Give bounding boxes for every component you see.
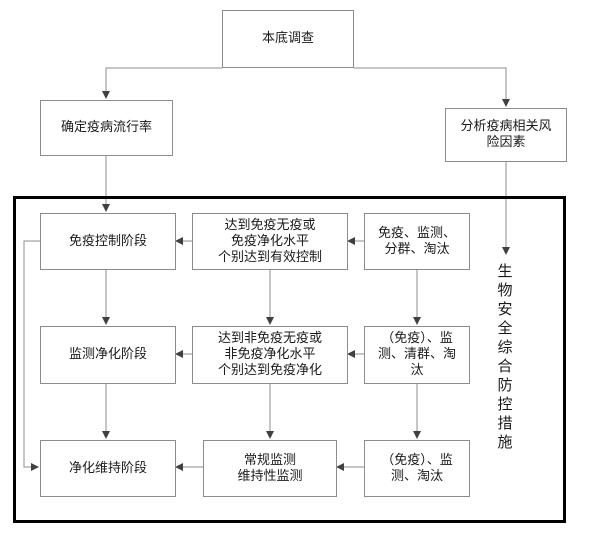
baseline-survey-box: 本底调查: [222, 10, 354, 68]
stage-purify-maintain-box: 净化维持阶段: [40, 440, 176, 497]
measure-1-box: 免疫、监测、 分群、淘汰: [364, 213, 470, 270]
measure-1-label: 免疫、监测、 分群、淘汰: [377, 225, 456, 257]
stage-immune-control-label: 免疫控制阶段: [68, 233, 147, 249]
stage-immune-control-box: 免疫控制阶段: [40, 213, 176, 270]
prevalence-label: 确定疫病流行率: [60, 120, 152, 135]
goal-1-box: 达到免疫无疫或 免疫净化水平 个别达到有效控制: [192, 213, 348, 270]
measure-2-box: （免疫）、监 测、清群、淘 汰: [364, 326, 470, 384]
risk-factors-box: 分析疫病相关风 险因素: [445, 108, 567, 162]
measure-3-label: （免疫）、监 测、淘汰: [381, 452, 453, 484]
measure-2-label: （免疫）、监 测、清群、淘 汰: [377, 331, 456, 378]
biosecurity-measures-label: 生物安全综合防控措施: [497, 262, 513, 451]
risk-factors-label: 分析疫病相关风 险因素: [460, 119, 552, 150]
goal-1-label: 达到免疫无疫或 免疫净化水平 个别达到有效控制: [217, 217, 322, 265]
connector-survey-to-prevalence: [102, 67, 222, 99]
connector-stage1-bypass-to-stage3: [23, 240, 40, 471]
goal-2-label: 达到非免疫无疫或 非免疫净化水平 个别达到免疫净化: [217, 331, 322, 378]
biosecurity-frame: [13, 196, 566, 523]
goal-2-box: 达到非免疫无疫或 非免疫净化水平 个别达到免疫净化: [192, 326, 348, 384]
baseline-survey-label: 本底调查: [261, 31, 314, 46]
goal-3-label: 常规监测 维持性监测: [237, 452, 303, 484]
stage-purify-maintain-label: 净化维持阶段: [68, 460, 147, 476]
stage-monitor-purify-box: 监测净化阶段: [40, 326, 176, 384]
connector-survey-to-risk: [354, 67, 510, 107]
stage-monitor-purify-label: 监测净化阶段: [68, 347, 147, 362]
measure-3-box: （免疫）、监 测、淘汰: [364, 440, 470, 497]
prevalence-box: 确定疫病流行率: [40, 100, 173, 156]
goal-3-box: 常规监测 维持性监测: [203, 440, 337, 497]
